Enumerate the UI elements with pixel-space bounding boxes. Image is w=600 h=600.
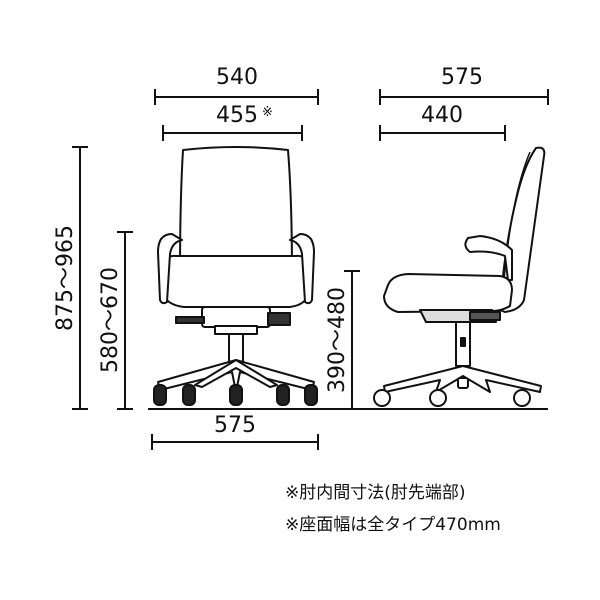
dim-armrest-height xyxy=(117,231,133,410)
side-seat xyxy=(383,273,513,313)
front-view-chair xyxy=(153,146,318,406)
dim-side-seat-depth xyxy=(379,125,506,141)
side-view-chair xyxy=(373,146,546,407)
base-width-label: 575 xyxy=(214,413,256,438)
dim-front-outer-width xyxy=(154,89,319,105)
front-backrest xyxy=(179,146,293,276)
note-seat-width: ※座面幅は全タイプ470mm xyxy=(285,515,501,535)
total-height-label: 875〜965 xyxy=(53,225,78,331)
side-depth-label: 575 xyxy=(441,65,483,90)
armrest-note-mark: ※ xyxy=(262,105,273,120)
front-gas-lift xyxy=(228,333,244,363)
front-left-armrest xyxy=(157,233,183,305)
front-casters xyxy=(153,384,318,406)
dim-front-armrest-width xyxy=(162,125,303,141)
note-armrest-inner: ※肘内間寸法(肘先端部) xyxy=(285,483,466,503)
dim-side-depth xyxy=(379,89,549,105)
seat-height-label: 390〜480 xyxy=(325,287,350,393)
front-outer-width-label: 540 xyxy=(216,65,258,90)
dim-total-height xyxy=(72,146,88,410)
side-armrest xyxy=(464,235,513,281)
front-right-armrest xyxy=(289,233,315,305)
front-armrest-width-label: 455 xyxy=(216,103,258,128)
armrest-height-label: 580〜670 xyxy=(98,267,123,373)
front-mechanism xyxy=(201,306,271,328)
dim-base-width xyxy=(151,434,319,450)
side-seat-depth-label: 440 xyxy=(421,103,463,128)
side-casters xyxy=(373,377,531,407)
front-seat xyxy=(161,254,311,308)
